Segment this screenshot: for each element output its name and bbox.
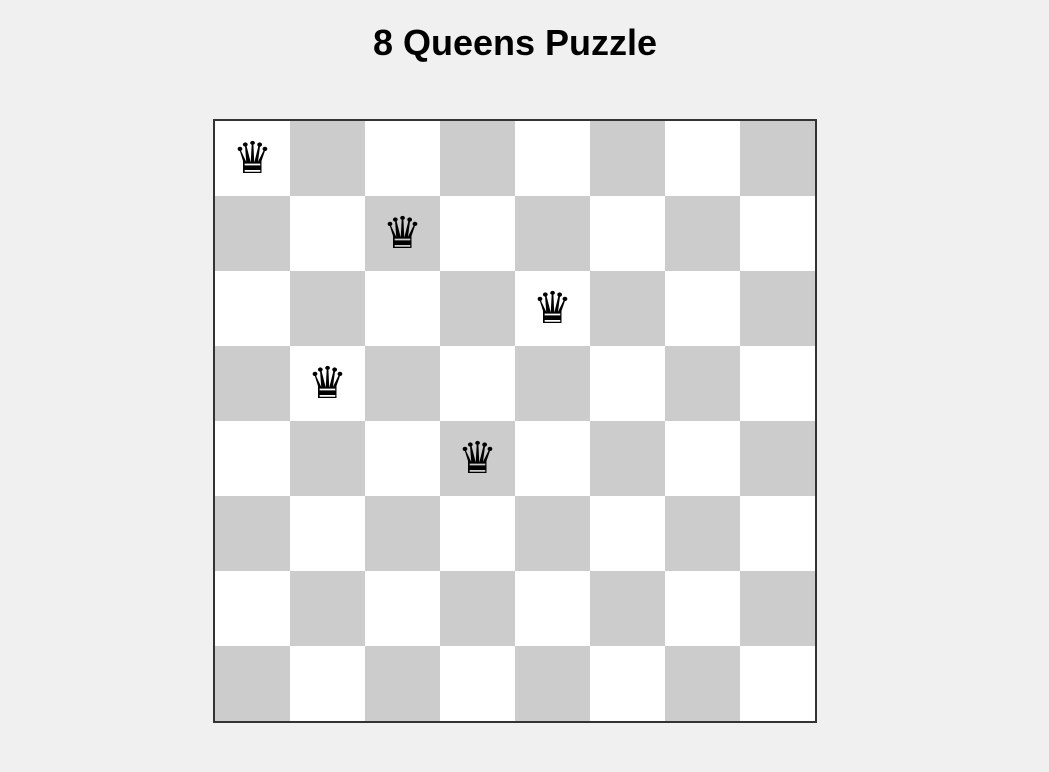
board-square[interactable]: [215, 571, 290, 646]
board-square[interactable]: [590, 196, 665, 271]
queen-icon: ♛: [307, 357, 348, 409]
board-square[interactable]: [665, 196, 740, 271]
board-square[interactable]: ♛: [515, 271, 590, 346]
board-square[interactable]: [365, 571, 440, 646]
queen-icon: ♛: [457, 432, 498, 484]
board-square[interactable]: [440, 121, 515, 196]
board-square[interactable]: [515, 421, 590, 496]
board-square[interactable]: [665, 496, 740, 571]
board-square[interactable]: [440, 496, 515, 571]
page-title: 8 Queens Puzzle: [372, 22, 658, 63]
board-square[interactable]: [515, 196, 590, 271]
board-square[interactable]: ♛: [215, 121, 290, 196]
board-square[interactable]: [290, 421, 365, 496]
board-square[interactable]: [740, 646, 815, 721]
board-square[interactable]: [215, 496, 290, 571]
board-square[interactable]: [215, 196, 290, 271]
board-square[interactable]: [290, 646, 365, 721]
board-square[interactable]: [290, 571, 365, 646]
board-square[interactable]: [215, 421, 290, 496]
board-square[interactable]: [665, 571, 740, 646]
board-square[interactable]: [665, 646, 740, 721]
board-square[interactable]: [290, 121, 365, 196]
board-square[interactable]: [215, 271, 290, 346]
board-square[interactable]: [740, 421, 815, 496]
board-square[interactable]: [515, 121, 590, 196]
board-square[interactable]: [590, 496, 665, 571]
board-square[interactable]: [590, 421, 665, 496]
board-square[interactable]: [740, 196, 815, 271]
board-square[interactable]: [665, 346, 740, 421]
board-square[interactable]: [665, 421, 740, 496]
board-square[interactable]: [740, 271, 815, 346]
board-square[interactable]: [215, 646, 290, 721]
board-square[interactable]: [440, 646, 515, 721]
board-square[interactable]: ♛: [440, 421, 515, 496]
board-square[interactable]: [740, 346, 815, 421]
board-square[interactable]: [515, 646, 590, 721]
board-square[interactable]: ♛: [290, 346, 365, 421]
board-square[interactable]: [590, 571, 665, 646]
board-square[interactable]: [290, 496, 365, 571]
board-square[interactable]: [365, 421, 440, 496]
board-square[interactable]: [365, 346, 440, 421]
board-square[interactable]: [515, 496, 590, 571]
queen-icon: ♛: [382, 207, 423, 259]
board-square[interactable]: [290, 196, 365, 271]
board-square[interactable]: ♛: [365, 196, 440, 271]
board-square[interactable]: [215, 346, 290, 421]
board-square[interactable]: [590, 121, 665, 196]
board-square[interactable]: [440, 196, 515, 271]
board-square[interactable]: [590, 346, 665, 421]
board-square[interactable]: [515, 571, 590, 646]
board-square[interactable]: [590, 271, 665, 346]
board-square[interactable]: [440, 271, 515, 346]
board-square[interactable]: [665, 121, 740, 196]
board-square[interactable]: [515, 346, 590, 421]
board-square[interactable]: [740, 571, 815, 646]
board-square[interactable]: [740, 121, 815, 196]
board-square[interactable]: [740, 496, 815, 571]
board-square[interactable]: [365, 271, 440, 346]
board-square[interactable]: [365, 646, 440, 721]
queen-icon: ♛: [532, 282, 573, 334]
board-square[interactable]: [290, 271, 365, 346]
board-square[interactable]: [590, 646, 665, 721]
board-square[interactable]: [665, 271, 740, 346]
board-square[interactable]: [365, 496, 440, 571]
chess-board: ♛ ♛ ♛ ♛ ♛: [213, 119, 817, 723]
board-square[interactable]: [440, 571, 515, 646]
board-square[interactable]: [365, 121, 440, 196]
board-square[interactable]: [440, 346, 515, 421]
queen-icon: ♛: [232, 132, 273, 184]
